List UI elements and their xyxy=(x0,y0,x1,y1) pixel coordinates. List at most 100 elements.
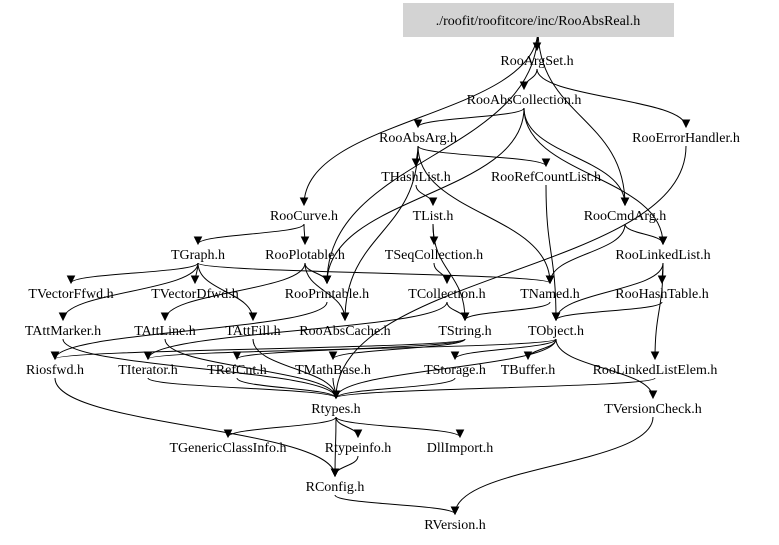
edge-roocmdarg-to-tnamed xyxy=(549,223,626,284)
node-roolinkedlist[interactable]: RooLinkedList.h xyxy=(615,248,710,263)
node-titerator[interactable]: TIterator.h xyxy=(118,363,177,378)
edge-roohashtable-to-tobject xyxy=(555,301,663,321)
edge-roorefcountlist-to-tobject xyxy=(545,184,557,321)
arrowhead-icon xyxy=(300,236,310,246)
node-rooprintable[interactable]: RooPrintable.h xyxy=(285,287,369,302)
arrowhead-icon xyxy=(657,275,667,285)
node-rtypeinfo[interactable]: Rtypeinfo.h xyxy=(325,441,392,456)
arrowhead-icon xyxy=(232,351,242,361)
arrowhead-icon xyxy=(413,119,423,129)
node-roorefcountlist[interactable]: RooRefCountList.h xyxy=(491,170,601,185)
edge-tstring-to-riosfwd xyxy=(54,338,466,360)
edge-roolinkedlist-to-roolinkedlistelem xyxy=(654,262,664,360)
node-tnamed[interactable]: TNamed.h xyxy=(520,287,579,302)
arrowhead-icon xyxy=(190,275,200,285)
node-label: RooLinkedListElem.h xyxy=(593,363,718,378)
node-tseqcollection[interactable]: TSeqCollection.h xyxy=(385,248,483,263)
arrowhead-icon xyxy=(58,312,68,322)
node-label: RooHashTable.h xyxy=(615,287,709,302)
arrowhead-icon xyxy=(455,429,465,439)
edge-rooplotable-to-tattline xyxy=(164,262,306,321)
edge-rooargset-to-rooerrorhandler xyxy=(536,68,687,128)
node-rooabscache[interactable]: RooAbsCache.h xyxy=(299,324,390,339)
node-label: RooErrorHandler.h xyxy=(632,131,740,146)
node-label: RooLinkedList.h xyxy=(615,248,710,263)
arrowhead-icon xyxy=(658,236,668,246)
node-roocurve[interactable]: RooCurve.h xyxy=(270,209,338,224)
edge-titerator-to-rtypes xyxy=(147,377,337,399)
node-tbuffer[interactable]: TBuffer.h xyxy=(501,363,556,378)
edge-rconfig-to-rversion xyxy=(334,494,456,515)
node-label: TAttLine.h xyxy=(134,324,195,339)
node-tattline[interactable]: TAttLine.h xyxy=(134,324,195,339)
node-roohashtable[interactable]: RooHashTable.h xyxy=(615,287,709,302)
node-rooplotable[interactable]: RooPlotable.h xyxy=(265,248,345,263)
node-trefcnt[interactable]: TRefCnt.h xyxy=(207,363,267,378)
node-tattmarker[interactable]: TAttMarker.h xyxy=(25,324,101,339)
edge-tcollection-to-titerator xyxy=(147,301,448,360)
node-rooabscollection[interactable]: RooAbsCollection.h xyxy=(467,93,582,108)
node-tvectorffwd[interactable]: TVectorFfwd.h xyxy=(28,287,113,302)
edge-rooerrorhandler-to-rtypes xyxy=(335,145,687,399)
node-label: TRefCnt.h xyxy=(207,363,267,378)
edges-layer xyxy=(50,28,691,516)
node-riosfwd[interactable]: Riosfwd.h xyxy=(26,363,84,378)
node-dllimport[interactable]: DllImport.h xyxy=(427,441,494,456)
edge-tgraph-to-tattfill xyxy=(197,262,254,321)
edge-roolinkedlistelem-to-rtypes xyxy=(335,377,656,399)
arrowhead-icon xyxy=(353,429,363,439)
node-label: RooCurve.h xyxy=(270,209,338,224)
arrowhead-icon xyxy=(330,468,340,478)
edge-rtypes-to-tgenericclassinfo xyxy=(227,416,337,438)
arrowhead-icon xyxy=(681,119,691,129)
arrowhead-icon xyxy=(193,236,203,246)
arrowhead-icon xyxy=(551,312,561,322)
edge-tobject-to-rtypes xyxy=(335,338,557,399)
node-label: TVectorFfwd.h xyxy=(28,287,113,302)
node-rtypes[interactable]: Rtypes.h xyxy=(311,402,360,417)
node-rversion[interactable]: RVersion.h xyxy=(424,518,486,533)
node-rooerrorhandler[interactable]: RooErrorHandler.h xyxy=(632,131,740,146)
arrowhead-icon xyxy=(299,197,309,207)
edge-tgraph-to-tattmarker xyxy=(62,262,199,321)
edge-tlist-to-tstring xyxy=(432,223,466,321)
node-tgenericclassinfo[interactable]: TGenericClassInfo.h xyxy=(169,441,286,456)
node-tversioncheck[interactable]: TVersionCheck.h xyxy=(604,402,702,417)
edge-tversioncheck-to-rversion xyxy=(454,416,654,515)
edge-tattfill-to-rtypes xyxy=(252,338,337,399)
node-tvectordfwd[interactable]: TVectorDfwd.h xyxy=(151,287,238,302)
node-thashlist[interactable]: THashList.h xyxy=(381,170,451,185)
node-tattfill[interactable]: TAttFill.h xyxy=(225,324,280,339)
arrowhead-icon xyxy=(650,351,660,361)
arrowhead-icon xyxy=(545,275,555,285)
node-label: TCollection.h xyxy=(408,287,485,302)
edge-rooabscollection-to-roocmdarg xyxy=(523,107,626,206)
node-label: TBuffer.h xyxy=(501,363,556,378)
node-roolinkedlistelem[interactable]: RooLinkedListElem.h xyxy=(593,363,718,378)
edge-rooabscollection-to-roolinkedlist xyxy=(523,107,664,245)
node-rooabsarg[interactable]: RooAbsArg.h xyxy=(379,131,457,146)
edge-rooprintable-to-riosfwd xyxy=(54,301,328,360)
edge-rooplotable-to-rooprintable xyxy=(304,262,328,284)
node-root[interactable]: ./roofit/roofitcore/inc/RooAbsReal.h xyxy=(403,3,674,37)
node-tcollection[interactable]: TCollection.h xyxy=(408,287,485,302)
node-label: Riosfwd.h xyxy=(26,363,84,378)
node-label: TAttMarker.h xyxy=(25,324,101,339)
node-rooargset[interactable]: RooArgSet.h xyxy=(500,54,573,69)
edge-root-to-roocmdarg xyxy=(537,28,626,206)
edge-tattmarker-to-rtypes xyxy=(62,338,337,399)
node-tmathbase[interactable]: TMathBase.h xyxy=(295,363,371,378)
edge-rooplotable-to-rooabscache xyxy=(304,262,346,321)
node-rconfig[interactable]: RConfig.h xyxy=(306,480,365,495)
edge-rtypes-to-dllimport xyxy=(335,416,461,438)
node-tobject[interactable]: TObject.h xyxy=(528,324,584,339)
node-tstorage[interactable]: TStorage.h xyxy=(424,363,486,378)
node-label: TObject.h xyxy=(528,324,584,339)
node-tgraph[interactable]: TGraph.h xyxy=(171,248,225,263)
node-tstring[interactable]: TString.h xyxy=(438,324,491,339)
node-roocmdarg[interactable]: RooCmdArg.h xyxy=(584,209,667,224)
arrowhead-icon xyxy=(620,197,630,207)
node-tlist[interactable]: TList.h xyxy=(413,209,454,224)
root-node-box xyxy=(403,3,674,37)
